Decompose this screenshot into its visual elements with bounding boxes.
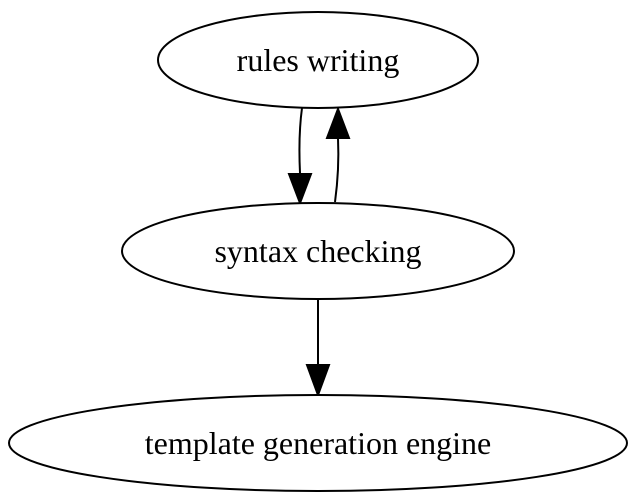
edge-line [334, 137, 340, 203]
edge-rules-writing-to-syntax-checking [287, 107, 313, 206]
node-ellipse [157, 11, 479, 109]
edge-syntax-checking-to-rules-writing [325, 106, 351, 203]
node-ellipse [121, 202, 515, 300]
node-label-syntax-checking: syntax checking [214, 233, 421, 269]
edge-line [298, 107, 303, 174]
node-template-generation-engine: template generation engine [8, 394, 628, 492]
node-rules-writing: rules writing [157, 11, 479, 109]
edge-syntax-checking-to-template-generation-engine [305, 300, 331, 398]
node-label-template-generation-engine: template generation engine [145, 425, 492, 461]
arrowhead [287, 173, 313, 206]
node-syntax-checking: syntax checking [121, 202, 515, 300]
arrowhead [325, 106, 351, 139]
node-ellipse [8, 394, 628, 492]
node-label-rules-writing: rules writing [237, 42, 400, 78]
arrowhead [305, 364, 331, 398]
